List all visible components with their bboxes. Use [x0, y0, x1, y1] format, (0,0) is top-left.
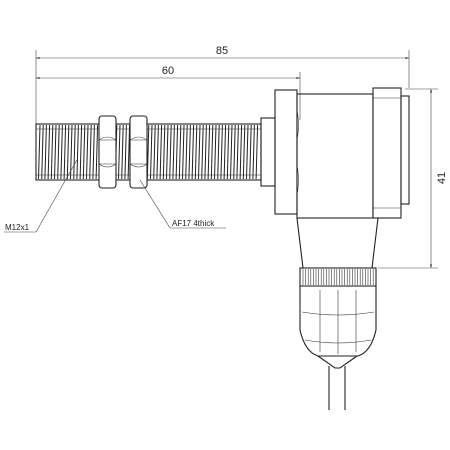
callout-thread: M12x1 [4, 157, 79, 233]
callout-nut-label: AF17 4thick [172, 219, 215, 228]
callout-nut: AF17 4thick [139, 179, 226, 229]
dimension-41-label: 41 [436, 172, 448, 184]
callout-thread-label: M12x1 [5, 223, 30, 232]
collar [260, 117, 276, 187]
dimension-41: 41 [378, 88, 448, 269]
lock-nut-left [98, 115, 117, 189]
right-angle-housing [274, 87, 410, 219]
dimension-60-label: 60 [162, 65, 174, 77]
housing-neck [296, 217, 379, 269]
threaded-barrel [35, 123, 262, 181]
knurl-pattern [302, 269, 374, 285]
lock-nut-right [129, 115, 148, 189]
dimension-85-label: 85 [216, 45, 228, 57]
thread-pattern [38, 124, 259, 180]
cable-gland [299, 285, 377, 357]
dimension-85: 85 [35, 45, 410, 124]
cable [317, 355, 358, 410]
dimension-60: 60 [36, 65, 301, 120]
connector-band [299, 267, 377, 287]
